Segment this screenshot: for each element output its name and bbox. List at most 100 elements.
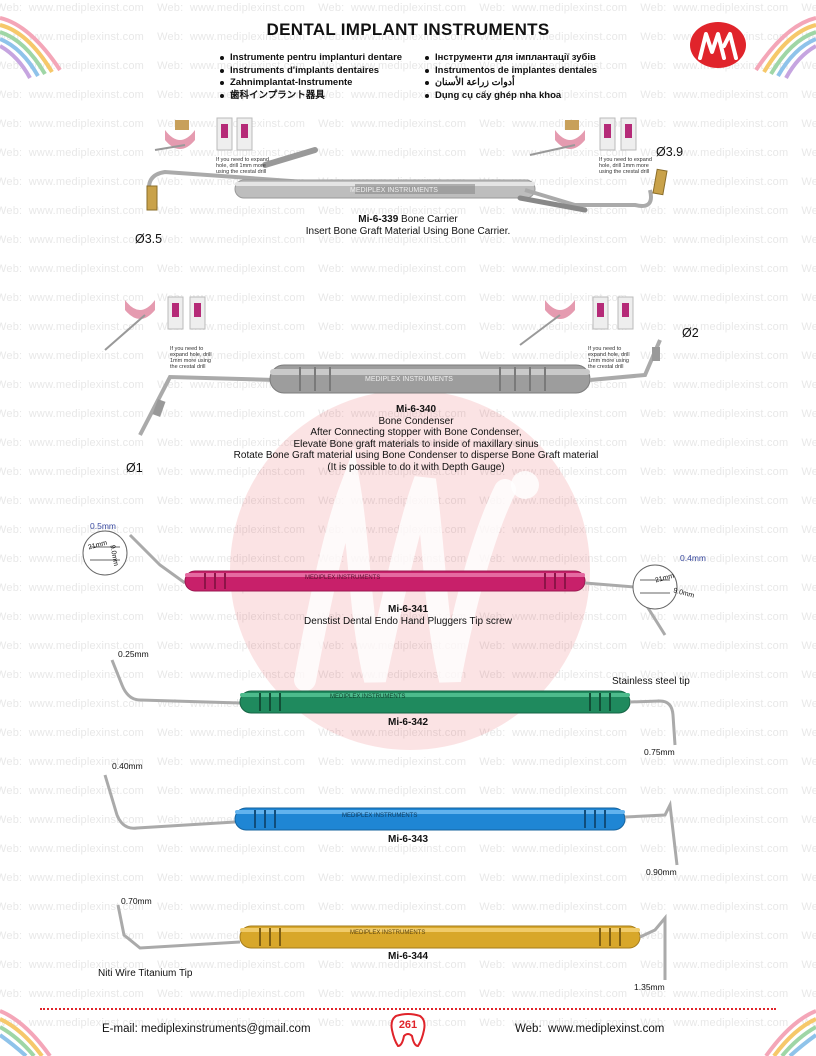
brand-logo-icon — [690, 22, 746, 68]
watermark-row: Web: www.mediplexinst.com Web: www.medip… — [0, 959, 816, 971]
watermark-row: Web: www.mediplexinst.com Web: www.medip… — [0, 466, 816, 478]
product-code: Mi-6-339 — [358, 214, 399, 225]
dimension-label: 0.90mm — [646, 867, 677, 877]
watermark-row: Web: www.mediplexinst.com Web: www.medip… — [0, 60, 816, 72]
languages-right: Інструменти для імплантації зубів Instru… — [425, 52, 597, 102]
tooth-page-icon: 261 — [388, 1012, 428, 1048]
product-code: Mi-6-342 — [387, 717, 428, 728]
inset-note-right: If you need to expand hole, drill 1mm mo… — [588, 346, 630, 370]
watermark-row: Web: www.mediplexinst.com Web: www.medip… — [0, 611, 816, 623]
product-caption-mi-6-340: Mi-6-340 Bone Condenser After Connecting… — [200, 404, 632, 473]
product-desc: (It is possible to do it with Depth Gaug… — [327, 461, 505, 473]
footer-email-value[interactable]: mediplexinstruments@gmail.com — [140, 1023, 311, 1035]
product-caption-mi-6-344: Mi-6-344 — [340, 951, 476, 963]
dimension-label: 0.75mm — [644, 747, 675, 757]
watermark-row: Web: www.mediplexinst.com Web: www.medip… — [0, 727, 816, 739]
language-line: Zahnimplantat-Instrumente — [220, 77, 402, 90]
corner-ribbon-bottom-left — [0, 1009, 52, 1056]
engraving-mi-6-344: MEDIPLEX INSTRUMENTS — [350, 930, 426, 936]
watermark-row: Web: www.mediplexinst.com Web: www.medip… — [0, 843, 816, 855]
dimension-label: 1.35mm — [634, 982, 665, 992]
plugger-engraving: MEDIPLEX INSTRUMENTS — [305, 575, 381, 581]
language-line: أدوات زراعة الأسنان — [425, 77, 597, 90]
dimension-label: Ø2 — [682, 326, 699, 340]
engraving-mi-6-343: MEDIPLEX INSTRUMENTS — [342, 813, 418, 819]
product-desc: Rotate Bone Graft material using Bone Co… — [233, 450, 599, 461]
footer-web-label: Web: — [515, 1023, 542, 1035]
instrument-mi-6-342-illustration — [110, 659, 677, 746]
languages-left: Instrumente pentru implanturi dentare In… — [220, 52, 402, 102]
dimension-label: 0.40mm — [112, 761, 143, 771]
watermark-row: Web: www.mediplexinst.com Web: www.medip… — [0, 31, 816, 43]
material-note: Niti Wire Titanium Tip — [98, 968, 193, 979]
watermark-row: Web: www.mediplexinst.com Web: www.medip… — [0, 901, 816, 913]
product-desc: After Connecting stopper with Bone Conde… — [310, 427, 522, 438]
corner-ribbon-top-right — [754, 16, 816, 79]
product-desc: Insert Bone Graft Material Using Bone Ca… — [305, 225, 511, 237]
bone-condenser-illustration — [104, 296, 662, 436]
dimension-label: 0.70mm — [121, 896, 152, 906]
watermark-row: Web: www.mediplexinst.com Web: www.medip… — [0, 263, 816, 275]
product-code: Mi-6-343 — [387, 834, 428, 845]
engraving-mi-6-342: MEDIPLEX INSTRUMENTS — [330, 694, 406, 700]
product-name: Denstist Dental Endo Hand Pluggers Tip s… — [304, 615, 512, 627]
product-code: Mi-6-341 — [387, 604, 428, 615]
material-note: Stainless steel tip — [612, 676, 690, 687]
language-line: Instrumente pentru implanturi dentare — [220, 52, 402, 65]
corner-ribbon-bottom-right — [764, 1009, 816, 1056]
instrument-mi-6-344-illustration — [116, 904, 667, 980]
dimension-label: 0.5mm — [90, 521, 116, 531]
product-desc: Elevate Bone graft materials to inside o… — [293, 438, 539, 450]
instrument-mi-6-343-illustration — [103, 774, 679, 866]
language-line: Instruments d'implants dentaires — [220, 65, 402, 78]
corner-ribbon-top-left — [0, 16, 62, 79]
dimension-label: Ø3.9 — [656, 145, 684, 159]
product-code: Mi-6-340 — [395, 404, 436, 415]
language-line: Dụng cụ cấy ghép nha khoa — [425, 90, 597, 103]
footer-divider — [40, 1008, 776, 1010]
watermark-row: Web: www.mediplexinst.com Web: www.medip… — [0, 988, 816, 1000]
watermark-row: Web: www.mediplexinst.com Web: www.medip… — [0, 872, 816, 884]
product-code: Mi-6-344 — [387, 951, 428, 962]
watermark-row: Web: www.mediplexinst.com Web: www.medip… — [0, 205, 816, 217]
inset-diagram-right — [529, 117, 637, 156]
watermark-row: Web: www.mediplexinst.com Web: www.medip… — [0, 89, 816, 101]
footer-email: E-mail: mediplexinstruments@gmail.com — [102, 1023, 311, 1035]
bone-carrier-engraving: MEDIPLEX INSTRUMENTS — [350, 187, 438, 194]
page-title: DENTAL IMPLANT INSTRUMENTS — [266, 20, 550, 39]
watermark-row: Web: www.mediplexinst.com Web: www.medip… — [0, 234, 816, 246]
footer-web: Web: www.mediplexinst.com — [515, 1023, 664, 1035]
bone-carrier-illustration — [146, 117, 668, 213]
inset-diagram-left — [104, 296, 206, 351]
watermark-row: Web: www.mediplexinst.com Web: www.medip… — [0, 669, 816, 681]
watermark-row: Web: www.mediplexinst.com Web: www.medip… — [0, 350, 816, 362]
footer-email-label: E-mail: — [102, 1023, 138, 1035]
watermark-row: Web: www.mediplexinst.com Web: www.medip… — [0, 437, 816, 449]
dimension-label: 0.25mm — [118, 649, 149, 659]
inset-note-right: If you need to expand hole, drill 1mm mo… — [599, 157, 652, 175]
center-logo-watermark — [230, 390, 590, 750]
page-number: 261 — [398, 1019, 418, 1031]
product-name: Bone Carrier — [401, 214, 458, 225]
inset-note-left: If you need to expand hole, drill 1mm mo… — [216, 157, 269, 175]
watermark-row: Web: www.mediplexinst.com Web: www.medip… — [0, 2, 816, 14]
inset-diagram-left — [154, 117, 253, 151]
language-line: 歯科インプラント器具 — [220, 90, 402, 103]
dimension-label: Ø3.5 — [135, 232, 163, 246]
watermark-row: Web: www.mediplexinst.com Web: www.medip… — [0, 640, 816, 652]
inset-note-left: If you need to expand hole, drill 1mm mo… — [170, 346, 212, 370]
dimension-label: 0.4mm — [680, 553, 706, 563]
endo-plugger-illustration — [82, 530, 678, 636]
product-caption-mi-6-341: Mi-6-341 Denstist Dental Endo Hand Plugg… — [230, 604, 586, 627]
inset-diagram-right — [519, 296, 634, 346]
watermark-row: Web: www.mediplexinst.com Web: www.medip… — [0, 408, 816, 420]
footer-web-url[interactable]: www.mediplexinst.com — [548, 1023, 665, 1035]
product-caption-mi-6-343: Mi-6-343 — [340, 834, 476, 846]
product-caption-mi-6-342: Mi-6-342 — [340, 717, 476, 729]
watermark-row: Web: www.mediplexinst.com Web: www.medip… — [0, 756, 816, 768]
language-line: Інструменти для імплантації зубів — [425, 52, 597, 65]
language-line: Instrumentos de implantes dentales — [425, 65, 597, 78]
product-caption-mi-6-339: Mi-6-339 Bone Carrier Insert Bone Graft … — [230, 214, 586, 237]
dimension-label: Ø1 — [126, 461, 143, 475]
product-name: Bone Condenser — [378, 415, 454, 427]
